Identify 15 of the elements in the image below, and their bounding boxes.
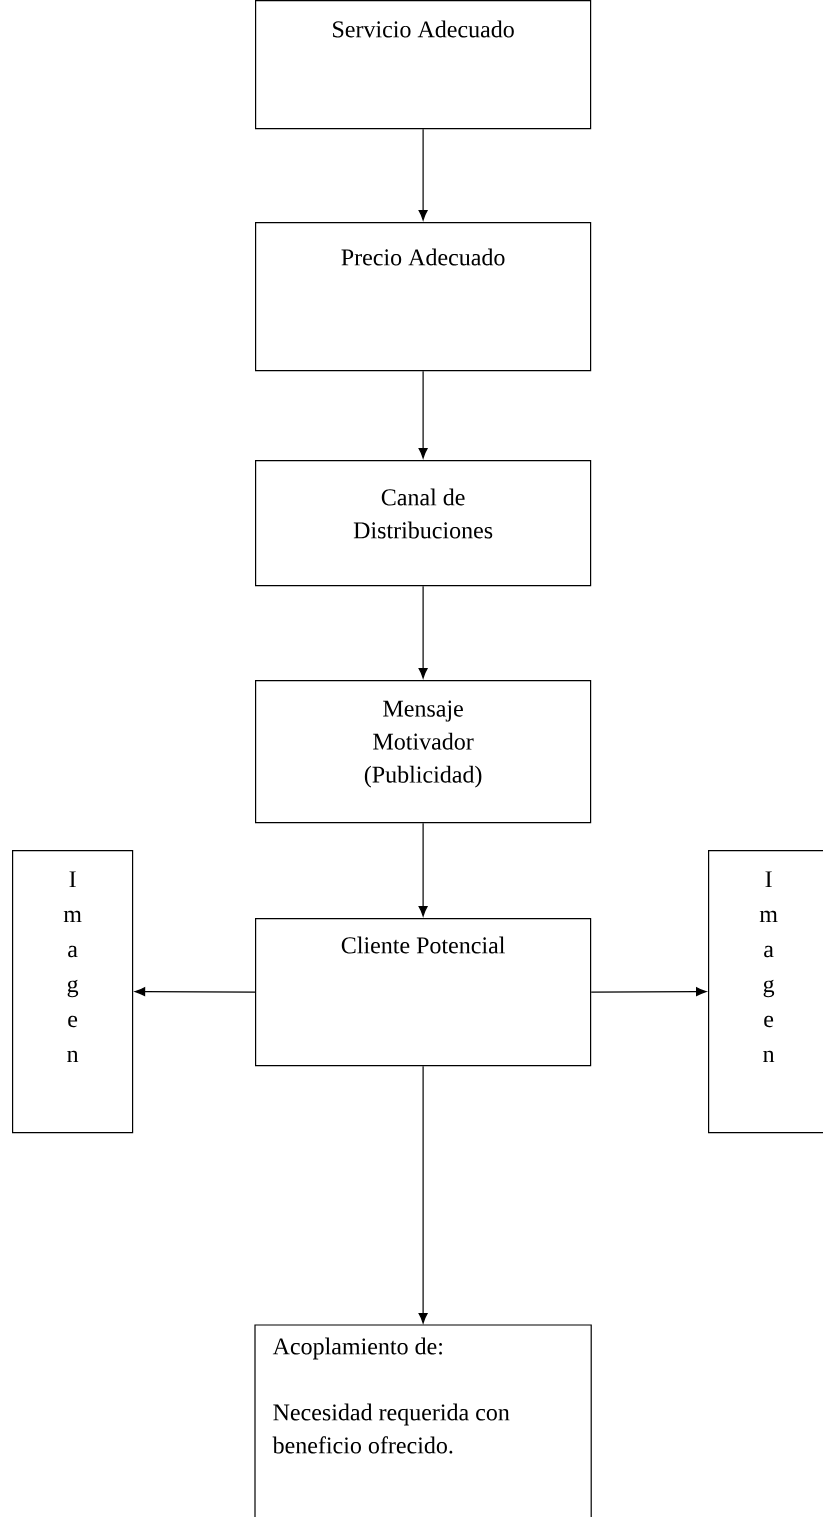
text-box: Acoplamiento de: Necesidad requerida con beneficio ofrecido. [254, 1324, 592, 1517]
arrow [590, 987, 707, 997]
arrow [418, 128, 428, 221]
arrow [134, 987, 256, 997]
process-box: Servicio Adecuado [255, 0, 592, 130]
label-box: Imagen [12, 850, 134, 1134]
arrow [418, 585, 428, 679]
process-box: Mensaje Motivador (Publicidad) [255, 680, 592, 824]
process-box: Cliente Potencial [255, 918, 592, 1067]
process-box: Precio Adecuado [255, 222, 592, 372]
process-box: Canal de Distribuciones [255, 460, 592, 587]
arrow [418, 370, 428, 459]
arrow [418, 822, 428, 917]
arrow [418, 1065, 428, 1324]
label-box: Imagen [708, 850, 823, 1134]
